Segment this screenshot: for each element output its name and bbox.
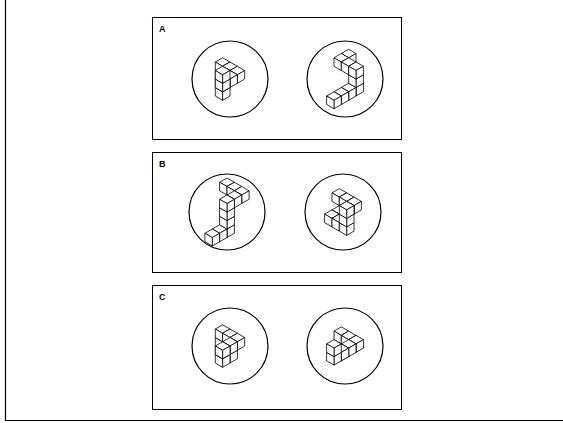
frame-line (5, 0, 6, 421)
cube-face (205, 233, 212, 246)
cube-face (354, 201, 361, 214)
cube-face (327, 344, 334, 357)
cube-face (215, 346, 222, 359)
cube-face (237, 71, 244, 84)
panel-letter: C (159, 293, 166, 302)
panel-letter: B (159, 160, 166, 169)
cube-face (341, 62, 348, 75)
cube-face (341, 348, 348, 361)
panel-box: A (152, 17, 402, 140)
cube-face (356, 66, 363, 79)
block-figure (327, 327, 364, 365)
cube-face (347, 206, 354, 219)
cube-figures (189, 41, 383, 384)
cube-face (349, 88, 356, 101)
cube-face (220, 229, 227, 242)
cube-face (220, 182, 227, 195)
cube-face (220, 199, 227, 212)
cube-face (242, 191, 249, 204)
view-circle (192, 308, 268, 384)
frame-line (5, 420, 563, 421)
cube-face (215, 329, 222, 342)
cube-face (223, 346, 230, 359)
cube-face (325, 214, 332, 227)
view-circle (305, 174, 381, 250)
cube-face (339, 206, 346, 219)
panel-box: B (152, 152, 402, 273)
block-figure (327, 49, 364, 109)
cube-face (237, 338, 244, 351)
cube-face (341, 92, 348, 105)
cube-face (334, 58, 341, 71)
cube-face (356, 340, 363, 353)
panel-box: C (152, 285, 402, 410)
block-figure (325, 189, 362, 236)
cube-face (349, 66, 356, 79)
cube-face (223, 71, 230, 84)
cube-face (332, 218, 339, 231)
cube-face (215, 71, 222, 84)
view-circle (307, 41, 383, 117)
cube-face (227, 199, 234, 212)
cube-face (212, 233, 219, 246)
cube-face (349, 344, 356, 357)
block-figure (215, 325, 244, 368)
view-circle (307, 308, 383, 384)
view-circle (189, 174, 265, 250)
panel-letter: A (159, 25, 166, 34)
cube-face (334, 96, 341, 109)
cube-face (334, 344, 341, 357)
block-figure (205, 178, 249, 246)
cube-face (234, 195, 241, 208)
cube-face (230, 75, 237, 88)
cube-face (230, 342, 237, 355)
cube-face (332, 193, 339, 206)
block-figure (215, 58, 244, 101)
view-circle (192, 41, 268, 117)
cube-face (327, 96, 334, 109)
